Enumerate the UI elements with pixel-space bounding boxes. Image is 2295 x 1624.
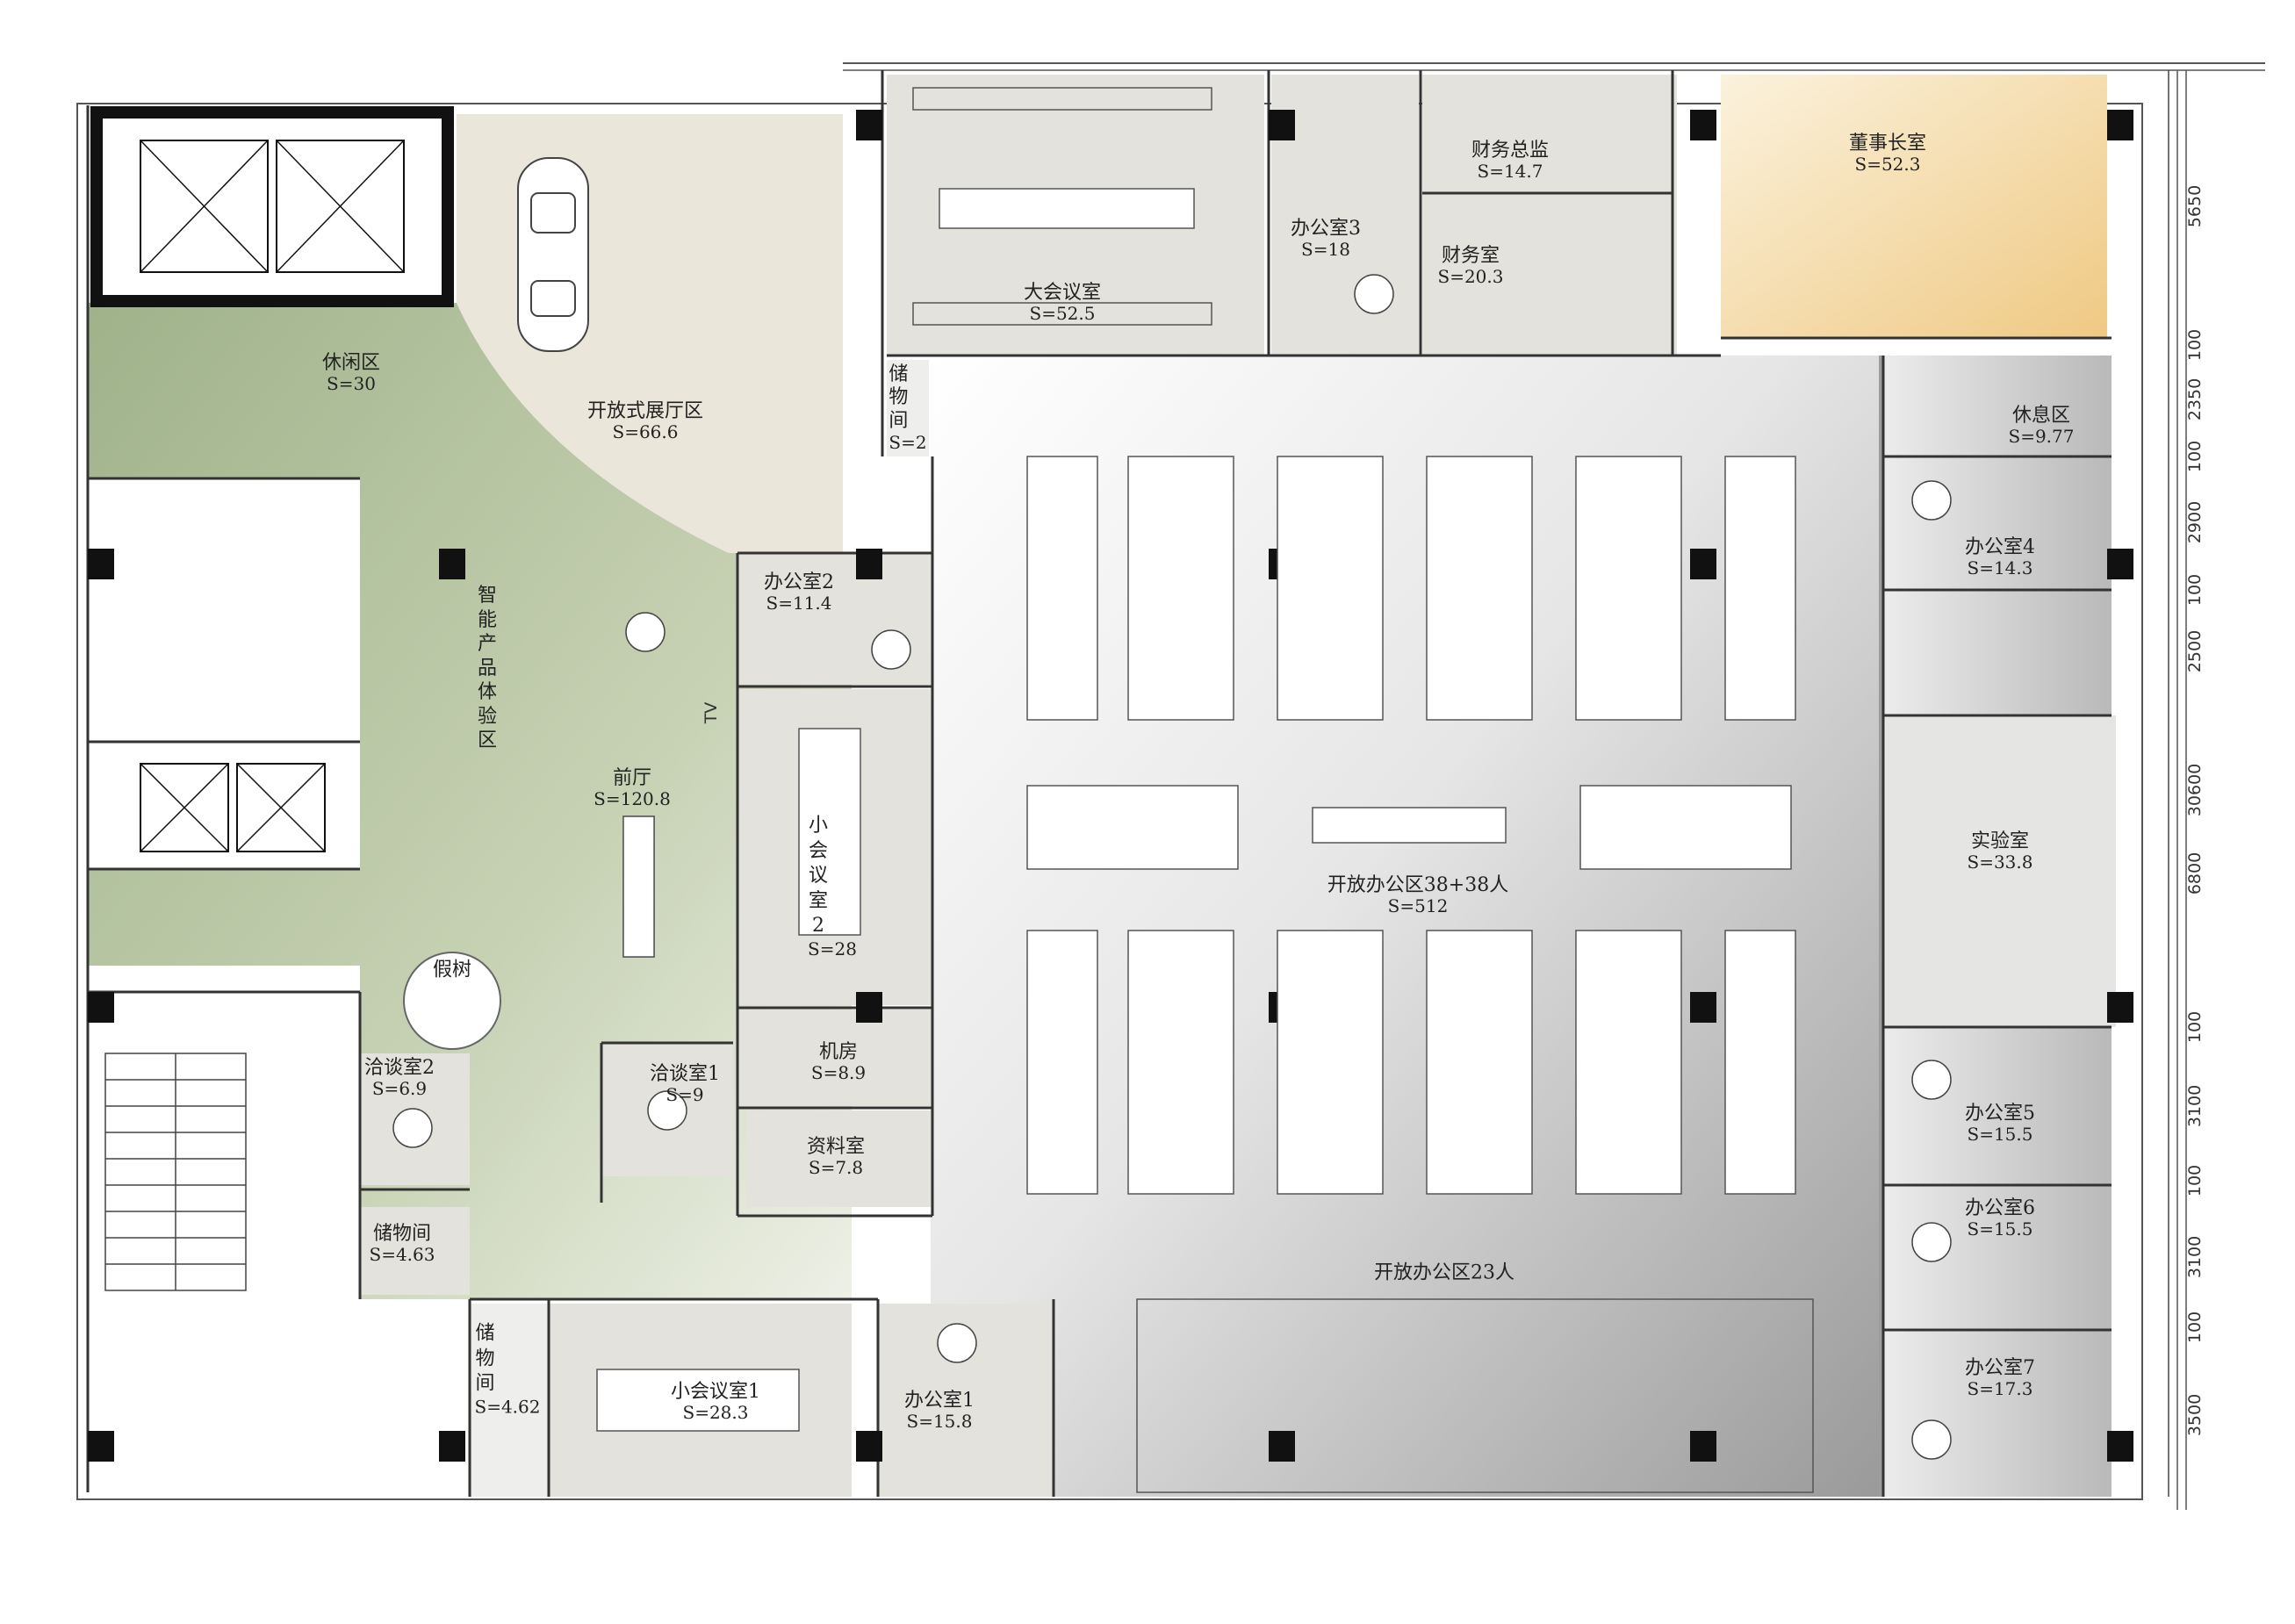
- zone-archive: [746, 1110, 932, 1207]
- dim-label: 6800: [2185, 852, 2205, 895]
- tree-icon: [403, 952, 501, 1050]
- desk-clusters-bottom: [1026, 930, 1814, 1493]
- walls: [86, 70, 2112, 1497]
- room-label-smart-product: 智能产品体验区: [477, 585, 497, 751]
- zone-office3: [1271, 75, 1419, 356]
- zone-lab: [1886, 715, 2116, 1027]
- dim-label: 100: [2185, 1164, 2205, 1197]
- dim-label: 5650: [2185, 184, 2205, 228]
- big-meeting-table: [912, 87, 1212, 326]
- dim-label: 3100: [2185, 1235, 2205, 1279]
- zone-leisure: [88, 303, 448, 443]
- columns: [88, 110, 2133, 1462]
- room-label-open-office-2: 开放办公区23人: [1374, 1261, 1514, 1284]
- dim-label: 100: [2185, 440, 2205, 473]
- reception-desk: [622, 816, 655, 958]
- zone-server: [737, 1010, 932, 1106]
- dim-label: 30600: [2185, 763, 2205, 817]
- dim-label: 2350: [2185, 377, 2205, 421]
- desk-clusters-top: [1026, 456, 1796, 870]
- car-icon: [517, 157, 589, 352]
- zone-elevator-mid: [88, 742, 360, 869]
- dim-label: 100: [2185, 328, 2205, 362]
- zone-storage-top: [887, 360, 929, 456]
- zone-chairman: [1721, 75, 2107, 338]
- dim-label: 3100: [2185, 1084, 2205, 1128]
- round-tables: [392, 274, 1952, 1460]
- zone-storage-left: [360, 1207, 470, 1295]
- dim-label: 100: [2185, 1311, 2205, 1344]
- zone-restroom: [88, 478, 360, 742]
- tv-label: TV: [701, 701, 721, 724]
- zone-finance: [1422, 75, 1677, 356]
- dim-label: 100: [2185, 1010, 2205, 1044]
- elevators: [90, 106, 454, 852]
- dim-label: 2900: [2185, 500, 2205, 544]
- room-label-fake-tree: 假树: [432, 959, 472, 981]
- dim-label: 2500: [2185, 629, 2205, 673]
- zone-stair: [88, 992, 360, 1299]
- stair: [104, 1053, 247, 1291]
- small-meeting-tables: [596, 728, 861, 1432]
- zone-storage-bottom: [470, 1304, 549, 1497]
- dim-label: 3500: [2185, 1393, 2205, 1437]
- dim-label: 100: [2185, 573, 2205, 607]
